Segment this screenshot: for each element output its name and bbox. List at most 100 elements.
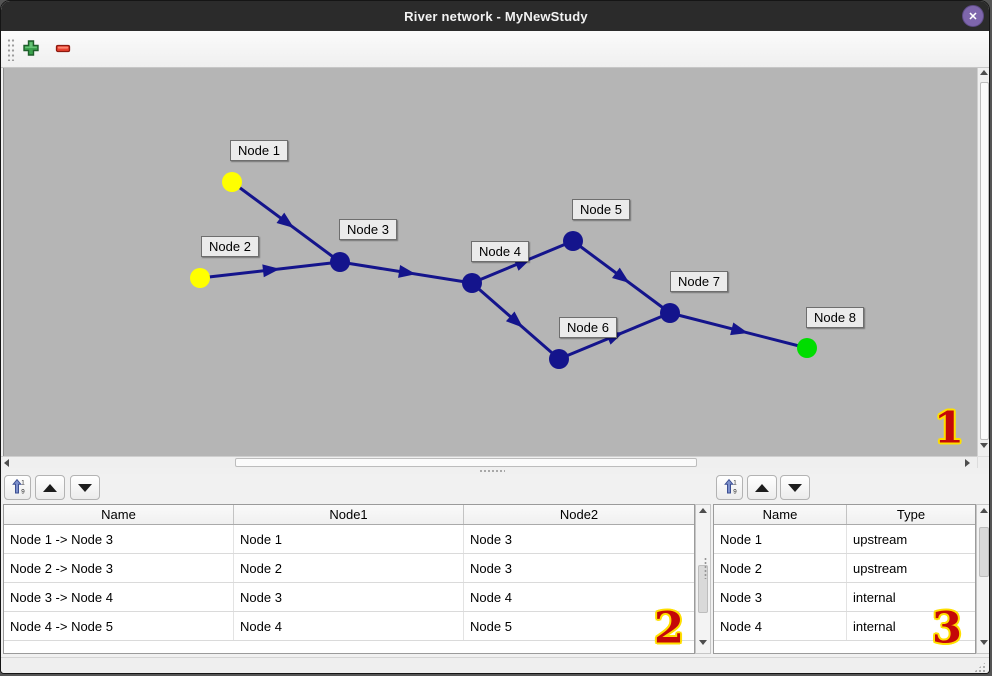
scrollbar-corner (977, 456, 989, 468)
scroll-right-icon[interactable] (965, 459, 970, 467)
table-cell[interactable]: Node 2 -> Node 3 (4, 554, 234, 582)
plus-icon (22, 39, 40, 60)
move-down-icon (788, 483, 802, 492)
network-node[interactable] (222, 172, 242, 192)
table-cell[interactable]: Node 3 (470, 560, 512, 576)
move-up-icon (43, 483, 57, 492)
window-title: River network - MyNewStudy (404, 8, 588, 24)
table-cell[interactable]: internal (853, 618, 896, 634)
network-canvas[interactable]: Node 1 Node 2 Node 3 Node 4 Node 5 Node 6 Node… (3, 68, 977, 456)
scroll-up-icon[interactable] (980, 508, 988, 513)
bottom-panels: 1 9 1 9 (1, 474, 989, 657)
node-label[interactable]: Node 6 (559, 317, 617, 338)
scroll-down-icon[interactable] (980, 443, 988, 448)
table-row[interactable]: Node 2 upstream (714, 554, 975, 583)
sort-ascending-icon: 1 9 (10, 478, 26, 498)
nodes-table-scrollbar[interactable] (976, 504, 989, 654)
move-reach-up-button[interactable] (35, 475, 65, 500)
table-cell[interactable]: Node 4 (714, 612, 847, 640)
network-node[interactable] (190, 268, 210, 288)
scrollbar-thumb[interactable] (698, 565, 708, 613)
svg-text:1: 1 (21, 479, 25, 486)
table-cell[interactable]: Node 3 (234, 583, 464, 611)
scrollbar-thumb[interactable] (980, 82, 989, 440)
table-row[interactable]: Node 1 upstream (714, 525, 975, 554)
scrollbar-thumb[interactable] (979, 527, 989, 577)
column-header[interactable]: Type (896, 507, 926, 522)
network-node[interactable] (660, 303, 680, 323)
table-cell[interactable]: Node 3 (470, 531, 512, 547)
reaches-table-scrollbar[interactable] (695, 504, 711, 654)
table-cell[interactable]: Node 1 (714, 525, 847, 553)
add-node-button[interactable] (18, 36, 44, 62)
node-label[interactable]: Node 1 (230, 140, 288, 161)
network-node[interactable] (549, 349, 569, 369)
table-cell[interactable]: Node 5 (470, 618, 512, 634)
node-label[interactable]: Node 8 (806, 307, 864, 328)
pane-splitter-vertical[interactable] (704, 557, 707, 579)
table-cell[interactable]: Node 1 -> Node 3 (4, 525, 234, 553)
sort-reaches-button[interactable]: 1 9 (4, 475, 31, 500)
table-cell[interactable]: Node 2 (714, 554, 847, 582)
column-header[interactable]: Name (714, 505, 847, 524)
node-label[interactable]: Node 3 (339, 219, 397, 240)
flow-arrow-icon (276, 212, 295, 228)
column-header[interactable]: Name (4, 505, 234, 524)
column-header[interactable]: Node1 (234, 505, 464, 524)
close-button[interactable]: ✕ (962, 5, 984, 27)
move-node-up-button[interactable] (747, 475, 777, 500)
scroll-down-icon[interactable] (980, 640, 988, 645)
table-row[interactable]: Node 3 internal (714, 583, 975, 612)
scroll-down-icon[interactable] (699, 640, 707, 645)
table-cell[interactable]: Node 4 (470, 589, 512, 605)
canvas-horizontal-scrollbar[interactable] (1, 456, 977, 468)
svg-text:9: 9 (733, 488, 737, 494)
toolbar-grip-handle[interactable] (7, 38, 15, 61)
table-cell[interactable]: Node 3 (714, 583, 847, 611)
flow-arrow-icon (730, 322, 749, 336)
canvas-vertical-scrollbar[interactable] (977, 68, 989, 456)
table-cell[interactable]: Node 4 -> Node 5 (4, 612, 234, 640)
table-cell[interactable]: Node 2 (234, 554, 464, 582)
scroll-left-icon[interactable] (4, 459, 9, 467)
node-label[interactable]: Node 7 (670, 271, 728, 292)
table-cell[interactable]: internal (853, 589, 896, 605)
table-cell[interactable]: upstream (853, 560, 908, 576)
node-label[interactable]: Node 5 (572, 199, 630, 220)
move-node-down-button[interactable] (780, 475, 810, 500)
table-cell[interactable]: Node 1 (234, 525, 464, 553)
node-label[interactable]: Node 4 (471, 241, 529, 262)
node-label[interactable]: Node 2 (201, 236, 259, 257)
table-row[interactable]: Node 4 internal (714, 612, 975, 641)
table-cell[interactable]: Node 3 -> Node 4 (4, 583, 234, 611)
minus-icon (54, 39, 72, 60)
scroll-up-icon[interactable] (980, 70, 988, 75)
svg-text:9: 9 (21, 488, 25, 494)
network-node[interactable] (462, 273, 482, 293)
remove-node-button[interactable] (50, 36, 76, 62)
network-node[interactable] (797, 338, 817, 358)
move-reach-down-button[interactable] (70, 475, 100, 500)
pane-splitter-horizontal[interactable] (1, 468, 989, 474)
move-up-icon (755, 483, 769, 492)
canvas-area: Node 1 Node 2 Node 3 Node 4 Node 5 Node 6 Node… (1, 68, 989, 468)
network-node[interactable] (563, 231, 583, 251)
titlebar[interactable]: River network - MyNewStudy ✕ (1, 1, 989, 31)
table-cell[interactable]: upstream (853, 531, 908, 547)
resize-grip[interactable] (974, 661, 987, 672)
scrollbar-thumb[interactable] (235, 458, 697, 467)
move-down-icon (78, 483, 92, 492)
svg-text:1: 1 (733, 479, 737, 486)
column-header[interactable]: Node2 (559, 507, 599, 522)
table-cell[interactable]: Node 4 (234, 612, 464, 640)
network-node[interactable] (330, 252, 350, 272)
scroll-up-icon[interactable] (699, 508, 707, 513)
sort-nodes-button[interactable]: 1 9 (716, 475, 743, 500)
